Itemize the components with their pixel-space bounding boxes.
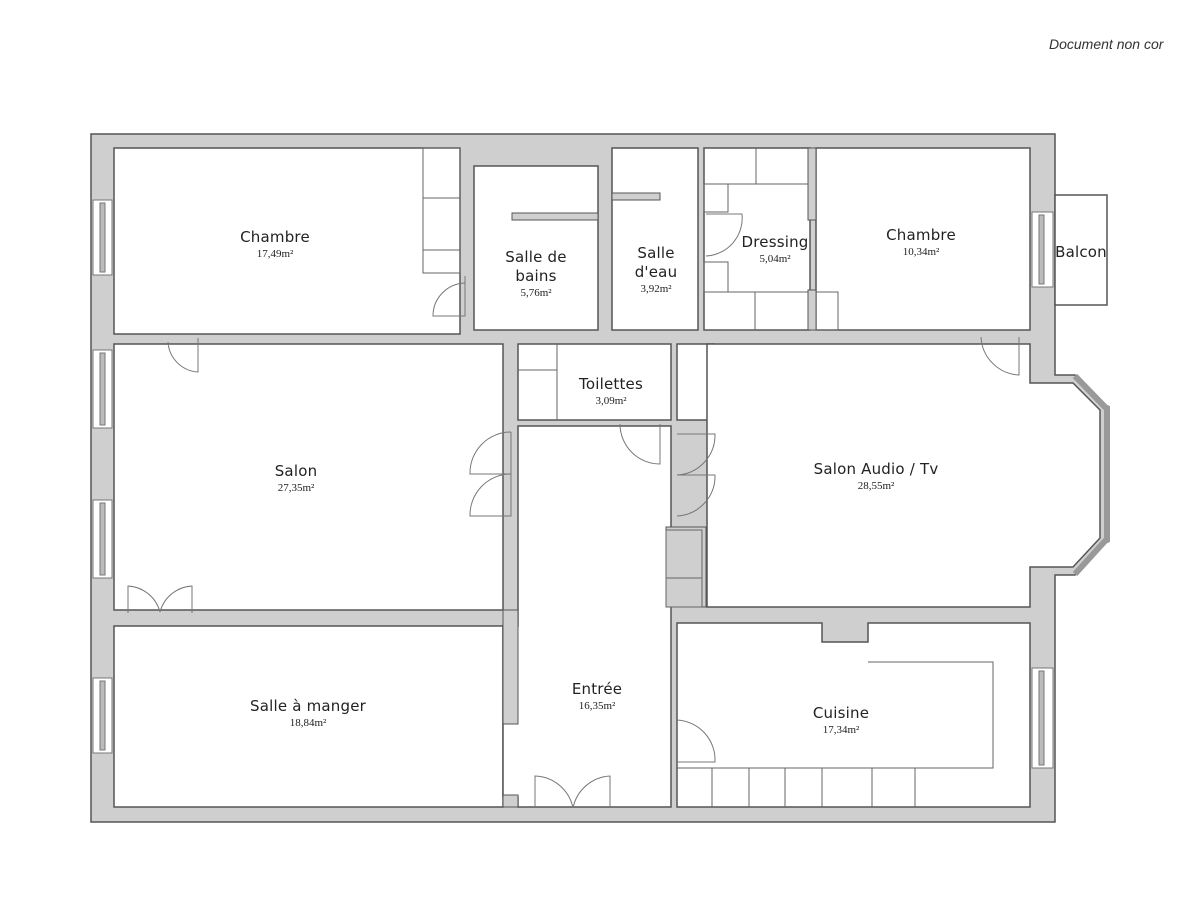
room-name: Dressing <box>741 233 809 251</box>
room-area: 17,49m² <box>256 248 294 260</box>
room-label-chambre-1: Chambre 17,49m² <box>240 228 310 262</box>
room-label-salle-deau: Salle d'eau 3,92m² <box>635 244 678 297</box>
partitions <box>502 147 817 808</box>
room-entree <box>502 425 672 808</box>
room-chambre-1 <box>113 147 461 335</box>
room-name: Salon <box>274 462 318 480</box>
room-area: 16,35m² <box>578 700 616 712</box>
room-dressing <box>703 147 811 331</box>
disclaimer-text: Document non cor <box>1049 36 1164 52</box>
room-name: Entrée <box>571 680 623 698</box>
room-name-line2: d'eau <box>634 263 678 281</box>
room-salon-audio-tv <box>706 343 1101 608</box>
room-salle-a-manger <box>113 625 504 808</box>
room-toilettes <box>517 343 672 421</box>
room-label-entree: Entrée 16,35m² <box>572 680 622 714</box>
room-label-salle-de-bains: Salle de bains 5,76m² <box>505 248 566 301</box>
room-name-line1: Salle de <box>505 248 567 266</box>
room-name-line2: bains <box>515 267 557 285</box>
room-name: Balcon <box>1055 243 1107 261</box>
rooms <box>113 147 1108 808</box>
room-balcon <box>1054 194 1108 306</box>
room-area: 5,04m² <box>759 253 791 265</box>
room-chambre-2 <box>815 147 1031 331</box>
room-label-balcon: Balcon <box>1055 243 1107 262</box>
room-label-dressing: Dressing 5,04m² <box>741 233 808 267</box>
room-name-line1: Salle <box>637 244 675 262</box>
doors <box>127 213 1020 809</box>
room-salon <box>113 343 504 611</box>
room-area: 10,34m² <box>902 246 940 258</box>
room-area: 5,76m² <box>520 287 552 299</box>
room-cuisine <box>676 622 1031 808</box>
room-name: Cuisine <box>812 704 870 722</box>
room-area: 3,09m² <box>595 395 627 407</box>
room-name: Salon Audio / Tv <box>813 460 939 478</box>
room-name: Chambre <box>886 226 956 244</box>
room-label-toilettes: Toilettes 3,09m² <box>579 375 643 409</box>
room-area: 3,92m² <box>640 283 672 295</box>
room-label-cuisine: Cuisine 17,34m² <box>813 704 869 738</box>
room-label-salle-a-manger: Salle à manger 18,84m² <box>250 697 366 731</box>
room-area: 28,55m² <box>857 480 895 492</box>
room-area: 17,34m² <box>822 724 860 736</box>
room-salle-deau <box>611 147 699 331</box>
room-label-salon-audio-tv: Salon Audio / Tv 28,55m² <box>814 460 939 494</box>
furniture <box>422 147 994 807</box>
room-area: 18,84m² <box>289 717 327 729</box>
room-name: Salle à manger <box>249 697 367 715</box>
room-name: Toilettes <box>579 375 643 393</box>
room-area: 27,35m² <box>277 482 315 494</box>
room-name: Chambre <box>240 228 310 246</box>
room-label-chambre-2: Chambre 10,34m² <box>886 226 956 260</box>
windows <box>92 199 1110 769</box>
room-salle-de-bains <box>473 165 599 331</box>
room-label-salon: Salon 27,35m² <box>275 462 318 496</box>
